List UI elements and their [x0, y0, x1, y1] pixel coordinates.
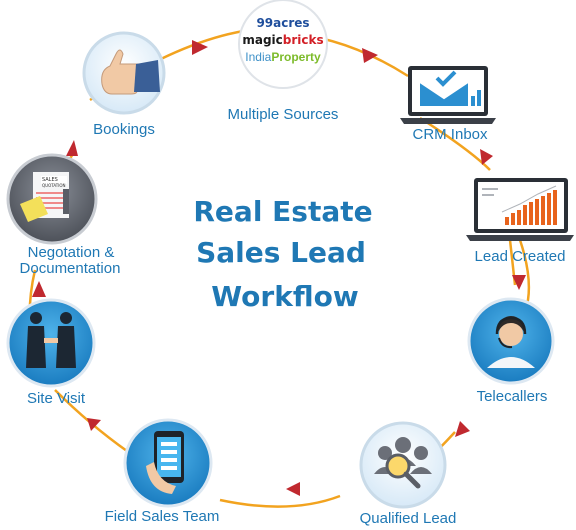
flow-arrows: [32, 40, 526, 496]
quotation-sheet-text: QUOTATION: [42, 183, 66, 188]
arrow-icon: [192, 40, 208, 55]
step-telecallers: Telecallers: [467, 297, 555, 405]
arrow-icon: [87, 418, 101, 431]
quotation-sheet-text: SALES: [42, 177, 58, 183]
step-site-visit: Site Visit: [6, 298, 96, 407]
step-crm-inbox: CRM Inbox: [400, 66, 496, 143]
step-bookings: Bookings: [82, 31, 166, 138]
step-label: Multiple Sources: [228, 106, 339, 123]
arrow-icon: [32, 281, 46, 297]
step-label: Site Visit: [27, 390, 86, 407]
title-line-1: Real Estate: [193, 195, 372, 228]
step-lead-created: Lead Created: [466, 178, 574, 265]
arrow-icon: [512, 275, 526, 290]
step-negotiation-documentation: SALES QUOTATION Negotation & Documentati…: [6, 153, 121, 277]
arrow-icon: [480, 149, 493, 165]
title-line-3: Workflow: [211, 280, 358, 313]
logo-magicbricks: magicbricks: [242, 33, 323, 47]
logo-indiaproperty: IndiaProperty: [245, 50, 321, 64]
title-line-2: Sales Lead: [196, 236, 366, 269]
step-label: Telecallers: [477, 388, 548, 405]
step-label: Lead Created: [475, 248, 566, 265]
logo-99acres: 99acres: [256, 16, 309, 30]
laptop-inbox-icon: [400, 66, 496, 124]
diagram-title: Real Estate Sales Lead Workflow: [193, 195, 372, 313]
step-label: Field Sales Team: [105, 508, 220, 525]
step-label: Documentation: [20, 260, 121, 277]
step-qualified-lead: Qualified Lead: [359, 421, 457, 527]
step-label: Negotation &: [28, 244, 115, 261]
arrow-icon: [286, 482, 300, 496]
step-label: CRM Inbox: [412, 126, 488, 143]
laptop-chart-icon: [466, 178, 574, 241]
step-field-sales-team: Field Sales Team: [105, 418, 220, 525]
arrow-icon: [66, 140, 78, 156]
step-label: Bookings: [93, 121, 155, 138]
portal-logos-icon: [238, 0, 328, 89]
arrow-icon: [455, 421, 470, 437]
step-label: Qualified Lead: [360, 510, 457, 527]
arrow-icon: [362, 48, 378, 63]
step-multiple-sources: 99acres magicbricks IndiaProperty Multip…: [228, 0, 339, 123]
